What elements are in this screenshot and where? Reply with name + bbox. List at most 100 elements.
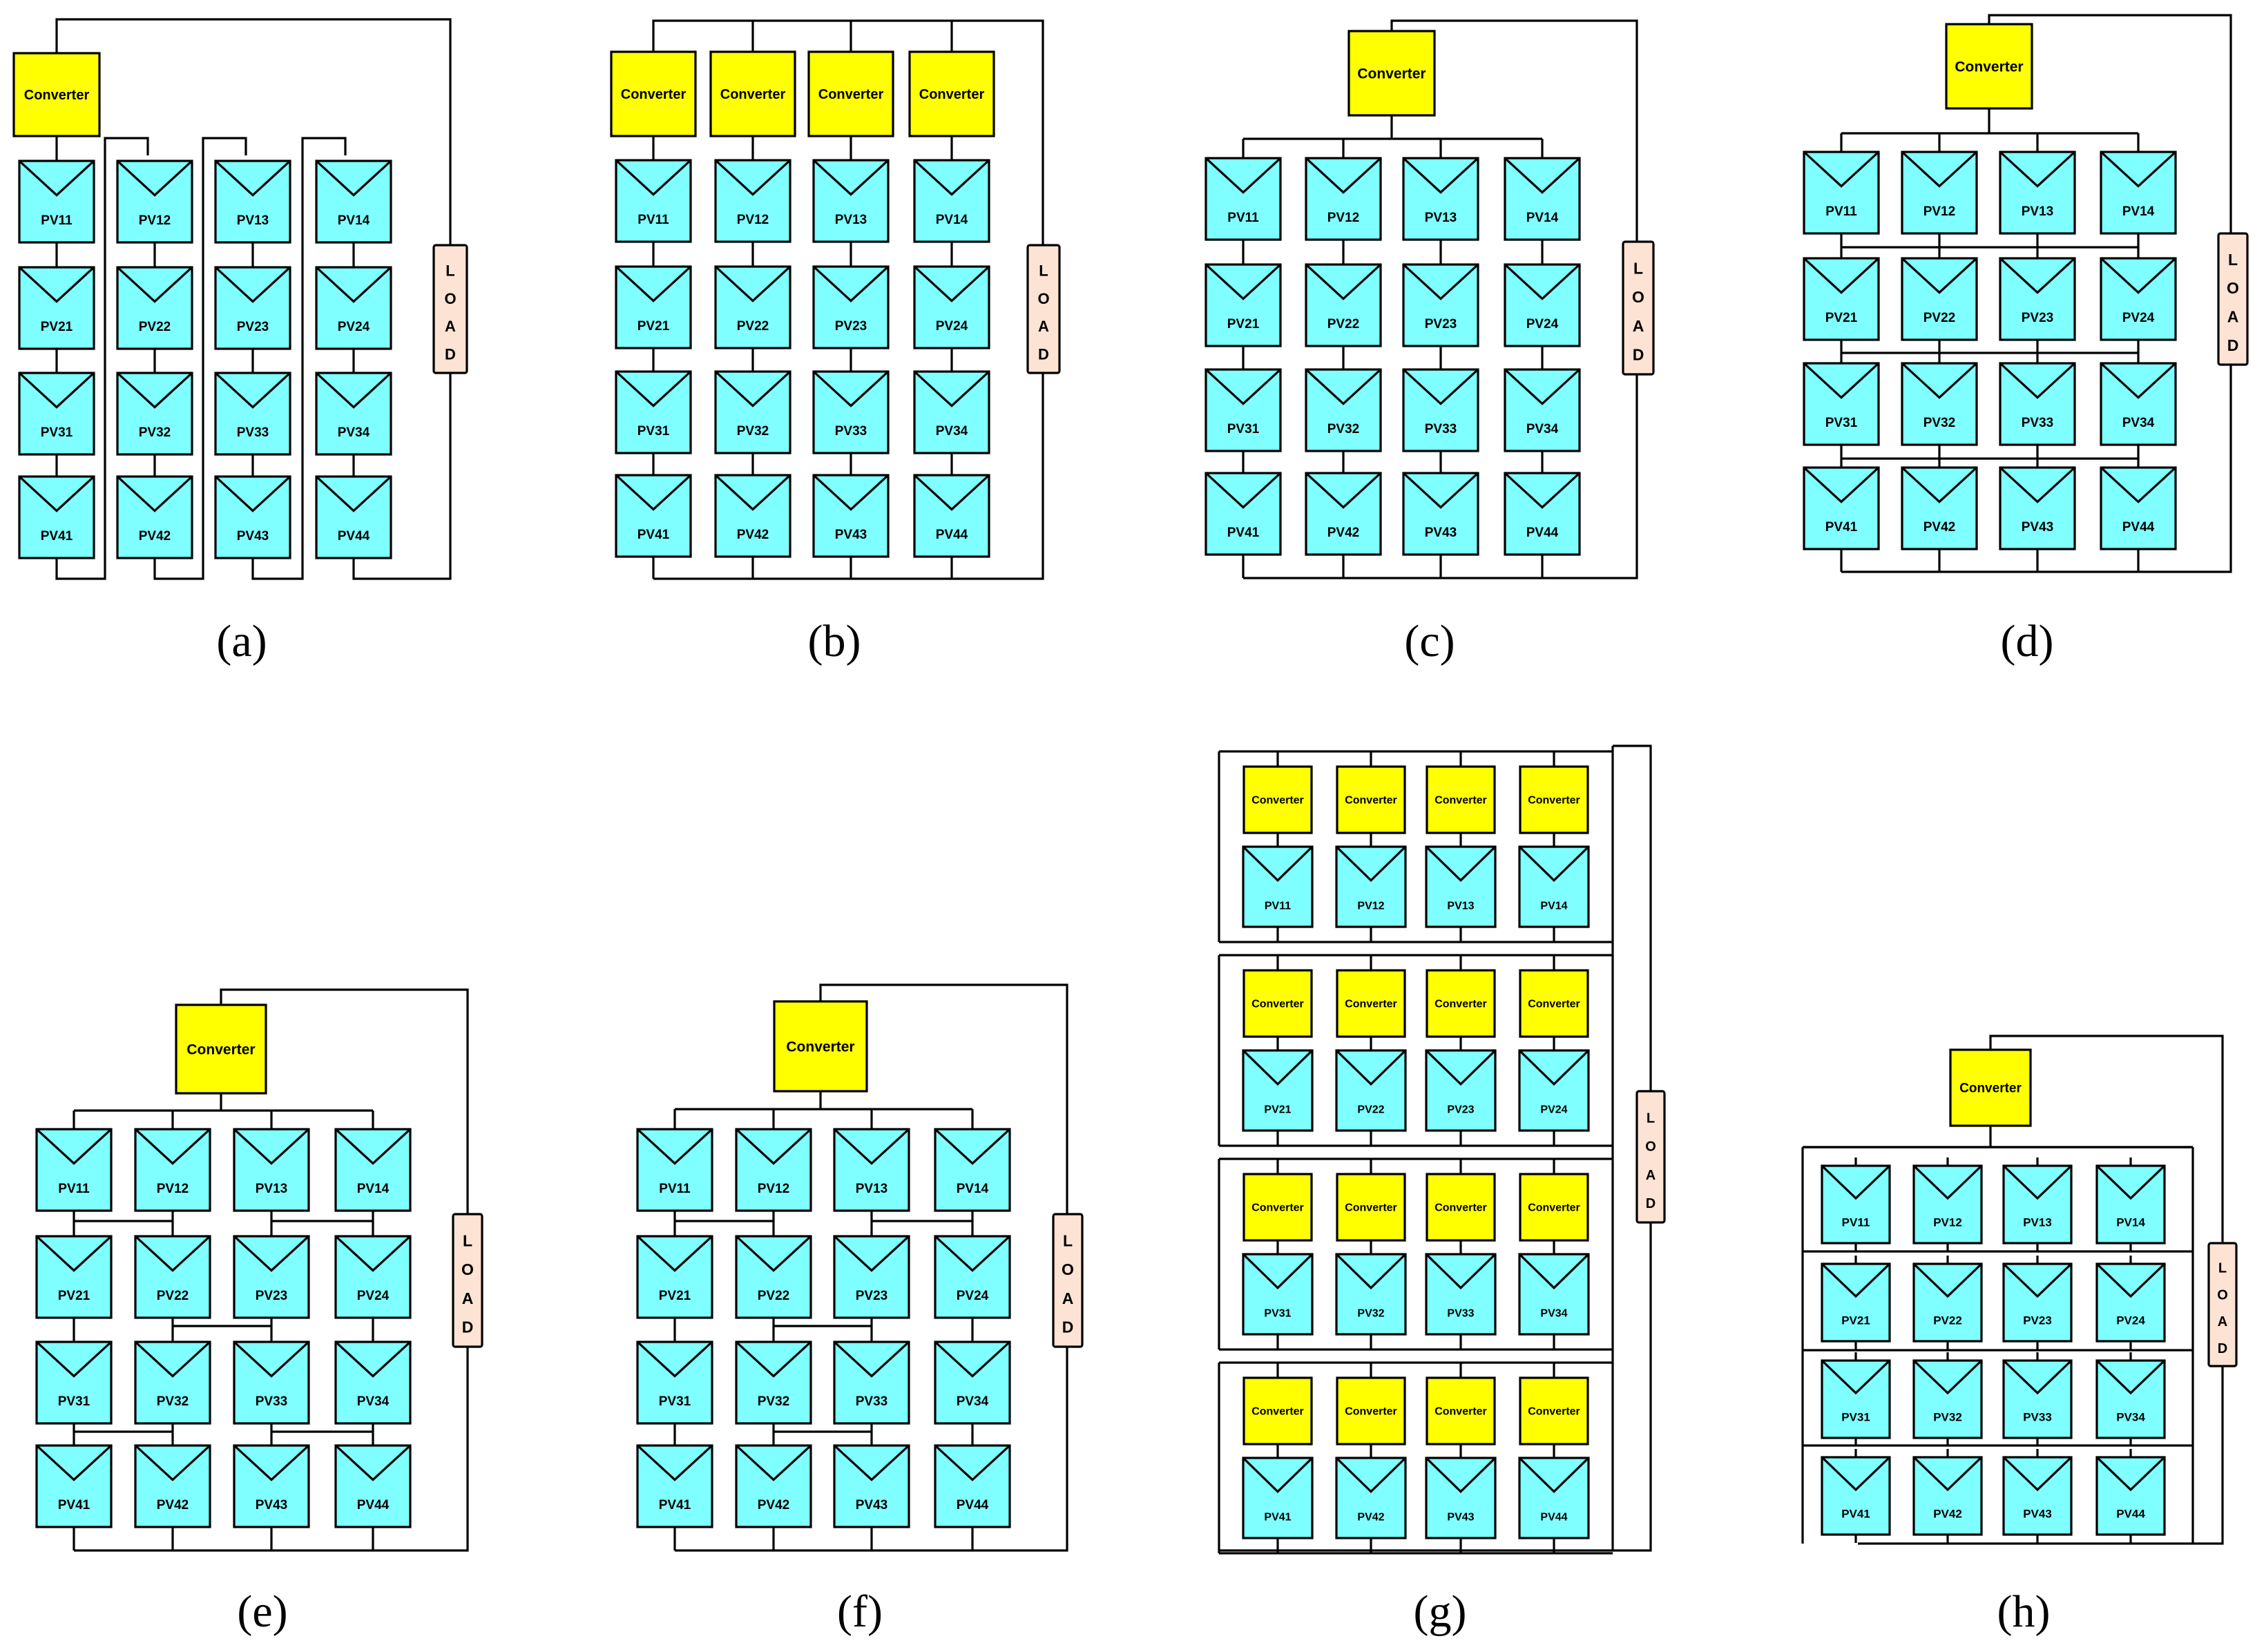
pv-label: PV34 [1540, 1307, 1567, 1319]
pv-module-pv42: PV42 [134, 1444, 211, 1528]
pv-module-pv41: PV41 [1803, 466, 1880, 550]
converter: Converter [908, 50, 995, 137]
pv-panel-icon [1425, 1049, 1497, 1086]
pv-label: PV43 [1447, 1511, 1474, 1523]
pv-label: PV31 [58, 1394, 90, 1409]
load-letter: D [1062, 1318, 1074, 1336]
pv-module-pv13: PV13 [812, 159, 890, 243]
pv-label: PV12 [737, 213, 769, 227]
pv-panel-icon [214, 475, 291, 512]
pv-label: PV21 [1264, 1104, 1291, 1115]
load-letter: D [1646, 1196, 1656, 1211]
pv-label: PV41 [1825, 520, 1858, 535]
pv-module-pv44: PV44 [934, 1444, 1011, 1528]
converter-label: Converter [1357, 66, 1426, 81]
pv-label: PV14 [1540, 900, 1567, 912]
converter-label: Converter [720, 87, 786, 102]
pv-module-pv31: PV31 [615, 370, 692, 454]
converter: Converter [773, 1000, 868, 1093]
pv-label: PV32 [1923, 416, 1955, 430]
converter: Converter [1242, 1173, 1313, 1242]
pv-label: PV34 [2122, 416, 2155, 430]
panel-label: (g) [1414, 1586, 1467, 1637]
pv-module-pv14: PV14 [334, 1128, 412, 1212]
converter: Converter [807, 50, 894, 137]
load-letter: O [1632, 288, 1644, 306]
pv-label: PV23 [256, 1289, 287, 1303]
pv-module-pv12: PV12 [1901, 151, 1978, 235]
pv-label: PV24 [357, 1289, 390, 1303]
pv-panel-icon [1821, 1164, 1891, 1200]
pv-module-pv21: PV21 [1821, 1262, 1891, 1343]
pv-module-pv44: PV44 [1504, 472, 1581, 556]
pv-panel-icon [35, 1128, 113, 1165]
pv-panel-icon [35, 1341, 113, 1378]
pv-module-pv31: PV31 [1205, 368, 1282, 452]
pv-panel-icon [1803, 257, 1880, 294]
pv-label: PV21 [637, 319, 670, 334]
pv-label: PV33 [835, 424, 867, 439]
pv-module-pv24: PV24 [913, 265, 990, 349]
pv-module-pv12: PV12 [735, 1128, 812, 1212]
pv-module-pv21: PV21 [615, 265, 692, 349]
pv-module-pv43: PV43 [233, 1444, 310, 1528]
pv-panel-icon [214, 160, 291, 197]
pv-panel-icon [1821, 1262, 1891, 1298]
pv-label: PV23 [237, 320, 269, 334]
pv-panel-icon [2100, 151, 2177, 188]
pv-panel-icon [233, 1235, 310, 1272]
pv-panel-icon [1402, 157, 1479, 194]
pv-module-pv43: PV43 [214, 475, 291, 559]
pv-module-pv44: PV44 [2095, 1456, 2166, 1536]
pv-label: PV31 [1264, 1307, 1291, 1319]
converter: Converter [1426, 1376, 1496, 1446]
pv-panel-icon [1335, 845, 1407, 882]
pv-label: PV22 [139, 320, 171, 334]
pv-label: PV22 [758, 1289, 789, 1303]
pv-module-pv14: PV14 [1504, 157, 1581, 241]
pv-panel-icon [1205, 157, 1282, 194]
pv-label: PV24 [2122, 311, 2155, 325]
pv-module-pv31: PV31 [1803, 362, 1880, 446]
pv-label: PV34 [338, 425, 370, 440]
pv-label: PV32 [139, 425, 171, 440]
pv-label: PV44 [1526, 526, 1559, 540]
pv-module-pv44: PV44 [1518, 1457, 1590, 1539]
wire [1841, 365, 2232, 573]
pv-panel-icon [334, 1444, 412, 1481]
load-letter: O [1037, 290, 1049, 307]
converter: Converter [1336, 969, 1406, 1038]
pv-label: PV41 [1227, 526, 1260, 540]
panel-label: (f) [837, 1586, 883, 1637]
pv-label: PV43 [237, 529, 269, 544]
converter-label: Converter [1251, 999, 1304, 1010]
pv-label: PV14 [2116, 1216, 2145, 1229]
pv-panel-icon [913, 265, 990, 302]
pv-module-pv34: PV34 [1518, 1253, 1590, 1336]
wire [352, 373, 452, 580]
pv-label: PV34 [2116, 1410, 2145, 1423]
pv-module-pv32: PV32 [1901, 362, 1978, 446]
pv-label: PV43 [835, 528, 867, 542]
pv-label: PV12 [1933, 1216, 1962, 1229]
load-letter: L [1063, 1231, 1073, 1249]
pv-panel-icon [233, 1128, 310, 1165]
pv-panel-icon [2100, 257, 2177, 294]
pv-label: PV24 [1540, 1104, 1567, 1115]
pv-module-pv43: PV43 [1402, 472, 1479, 556]
pv-label: PV11 [659, 1182, 691, 1196]
pv-module-pv13: PV13 [2002, 1164, 2073, 1245]
pv-panel-icon [233, 1444, 310, 1481]
pv-label: PV13 [856, 1182, 887, 1196]
pv-panel-icon [1999, 257, 2076, 294]
pv-label: PV21 [1825, 311, 1858, 325]
converter: Converter [175, 1003, 267, 1095]
converter: Converter [1336, 765, 1406, 834]
pv-label: PV24 [1526, 317, 1559, 332]
pv-label: PV44 [338, 529, 370, 544]
pv-module-pv32: PV32 [1305, 368, 1382, 452]
converter: Converter [1347, 30, 1436, 117]
pv-module-pv43: PV43 [1999, 466, 2076, 550]
